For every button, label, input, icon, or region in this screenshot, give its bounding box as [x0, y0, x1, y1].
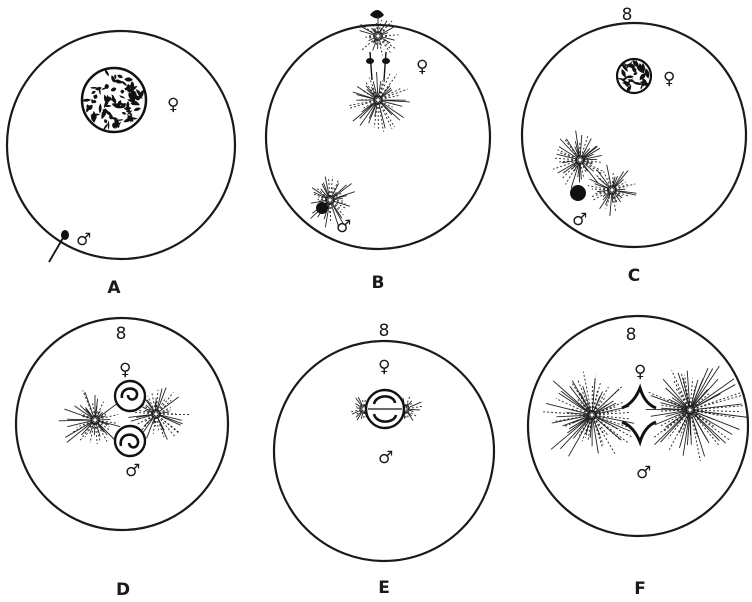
panel-d: 8 ♀ ♂ D: [16, 318, 228, 600]
chromosome: [366, 58, 374, 64]
aster-ray: [612, 193, 613, 203]
female-symbol: ♀: [378, 357, 390, 377]
centrosome: [590, 413, 594, 417]
spindle-aster: [646, 366, 749, 461]
male-symbol: ♂: [76, 230, 91, 250]
polar-body-mark: 8: [116, 324, 127, 344]
aster-ray: [614, 171, 624, 187]
aster-ray: [67, 422, 93, 442]
aster: [59, 390, 120, 444]
panel-f: 8 ♀ ♂ F: [528, 316, 749, 599]
panel-c: 8 ♀ ♂ C: [522, 5, 746, 286]
aster-ray: [381, 35, 398, 36]
panel-label-d: D: [116, 580, 130, 600]
male-pronucleus: [115, 426, 145, 456]
panel-label-b: B: [372, 273, 385, 293]
aster-ray: [580, 163, 581, 179]
chromosome-group: [622, 388, 656, 408]
egg-cell-outline: [528, 316, 748, 536]
aster-ray: [583, 161, 604, 171]
panel-e: 8 ♀ ♂ E: [274, 321, 494, 598]
spindle-aster: [541, 372, 634, 457]
sperm-head: [61, 230, 69, 240]
aster-ray: [405, 412, 406, 418]
polar-body: [370, 10, 384, 19]
centrosome: [154, 412, 158, 416]
male-symbol: ♂: [636, 463, 651, 483]
centrosome: [328, 198, 332, 202]
nucleolus: [129, 92, 137, 100]
centrosome: [610, 188, 614, 192]
aster-ray: [406, 396, 410, 406]
sperm-aster: [588, 165, 637, 216]
male-symbol: ♂: [125, 461, 140, 481]
centrosome: [578, 158, 582, 162]
polar-body-mark: 8: [626, 325, 637, 345]
centrosome: [93, 418, 97, 422]
polar-body-mark: 8: [379, 321, 390, 341]
aster-ray: [362, 399, 363, 406]
panel-label-e: E: [378, 578, 390, 598]
panel-label-f: F: [634, 579, 646, 599]
aster-ray: [377, 72, 378, 97]
chromosome-group: [622, 422, 656, 442]
sperm-tail: [49, 238, 63, 262]
female-symbol: ♀: [167, 95, 179, 115]
female-aster: [349, 72, 410, 132]
chromosome: [382, 58, 390, 64]
female-symbol: ♀: [663, 69, 675, 89]
aster-ray: [159, 415, 181, 425]
male-pronucleus: [570, 185, 586, 201]
aster-ray: [80, 405, 93, 418]
egg-cell-outline: [7, 31, 235, 259]
aster-ray: [330, 177, 332, 197]
centrosome: [376, 34, 380, 38]
aster-ray: [312, 188, 328, 199]
polar-aster: [359, 16, 398, 56]
polar-body-mark: 8: [622, 5, 633, 25]
aster-ray: [595, 184, 610, 189]
panel-label-a: A: [107, 278, 121, 298]
aster-ray: [580, 135, 582, 157]
aster-ray: [67, 419, 92, 420]
spindle-fiber: [384, 52, 386, 80]
female-symbol: ♀: [119, 360, 131, 380]
aster-ray: [583, 159, 597, 160]
centrosome: [688, 408, 692, 412]
aster-ray: [592, 189, 609, 190]
panel-a: ♀ ♂ A: [7, 31, 235, 298]
spindle-fiber: [370, 52, 372, 80]
aster-ray: [615, 189, 625, 190]
female-symbol: ♀: [416, 57, 428, 77]
aster-ray: [610, 193, 612, 216]
egg-cell-outline: [266, 25, 490, 249]
aster-ray: [582, 162, 598, 183]
egg-cell-outline: [522, 23, 746, 247]
panel-label-c: C: [628, 266, 640, 286]
male-symbol: ♂: [378, 448, 393, 468]
male-symbol: ♂: [572, 210, 587, 230]
aster-ray: [379, 39, 383, 55]
aster-ray: [97, 403, 118, 418]
egg-cell-outline: [16, 318, 228, 530]
aster-ray: [408, 409, 420, 410]
female-pronucleus: [115, 381, 145, 411]
panel-b: ♀ ♂ B: [266, 10, 490, 293]
centrosome: [376, 98, 380, 102]
sperm-aster: [553, 131, 603, 189]
aster-ray: [330, 203, 331, 222]
female-symbol: ♀: [634, 362, 646, 382]
sperm-nucleus: [316, 202, 328, 214]
male-symbol: ♂: [336, 217, 351, 237]
aster-ray: [157, 417, 167, 440]
